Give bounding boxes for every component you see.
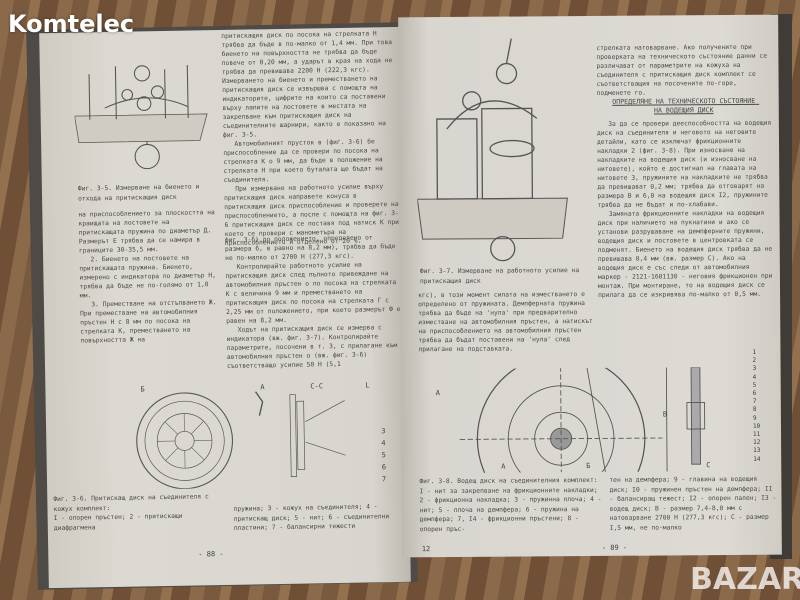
callout: 3 — [752, 365, 757, 373]
callout: 7 — [752, 398, 757, 406]
fig-label-b: Б — [140, 385, 145, 394]
callout: 1 — [752, 348, 757, 356]
left-page: притискащия диск по посока на стрелката … — [39, 26, 411, 589]
figure-3-8-driven-disc — [459, 366, 706, 474]
figure-3-8-caption: Фиг. 3-8. Водещ диск на съединителния ко… — [419, 476, 606, 533]
callout: 5 — [752, 381, 757, 389]
figure-3-8-caption-cont: тен на демпфера; 9 - главина на водещия … — [609, 475, 777, 532]
callout-4: 4 — [381, 439, 386, 448]
right-body-text: За да се провери дееспособността на воде… — [596, 119, 777, 299]
fig-label-section: С-С — [310, 382, 324, 391]
callout: 12 — [753, 439, 761, 447]
figure-3-7-measuring-rig — [416, 38, 568, 262]
figure-3-7-caption: Фиг. 3-7. Измерване на работното усилие … — [419, 267, 580, 285]
figure-3-6-caption-cont: пружина; 3 - кожух на съединителя; 4 - п… — [233, 503, 390, 532]
fig-label-b: В — [662, 410, 668, 419]
right-page: стрелката натоварване. Ако получените пр… — [398, 14, 782, 558]
fig-label-a: А — [260, 383, 265, 392]
fig-label-l: L — [365, 381, 370, 390]
watermark-komtelec: Komtelec — [8, 10, 135, 38]
callout: 11 — [753, 430, 761, 438]
page-number-right: - 89 - — [601, 543, 628, 552]
callout: 8 — [752, 406, 757, 414]
left-lower-right-text: фиг. 3-6) до положението, определено от … — [224, 234, 401, 370]
callout: 6 — [752, 389, 757, 397]
callout: 13 — [753, 447, 761, 455]
watermark-bazar: BAZAR — [690, 562, 800, 597]
left-top-right-text: притискащия диск по посока на стрелката … — [221, 30, 399, 247]
right-top-text: стрелката натоварване. Ако получените пр… — [596, 43, 771, 97]
corner-number: 12 — [421, 545, 431, 554]
left-lower-left-text: на приспособлението за плоскостта на кра… — [78, 209, 221, 345]
callout: 10 — [752, 422, 761, 430]
right-mid-text: кгс), в този момент силата на изместване… — [418, 291, 597, 354]
callout: 4 — [752, 373, 757, 381]
fig-label-a2: А — [501, 462, 506, 471]
callouts: 1 2 3 4 5 6 7 8 9 10 11 12 13 14 — [752, 349, 773, 464]
callout: 2 — [752, 357, 757, 365]
page-number-left: - 88 - — [198, 550, 224, 559]
figure-3-5-caption: Фиг. 3-5. Измерване на биенето и отхода … — [77, 183, 200, 203]
fig-label-6: Б — [586, 462, 591, 471]
callout-5: 5 — [381, 451, 386, 460]
fig-label-a1: А — [435, 389, 440, 398]
section-heading: ОПРЕДЕЛЯНЕ НА ТЕХНИЧЕСКОТО СЪСТОЯНИЕ НА … — [612, 96, 760, 115]
fig-label-c: С — [706, 461, 711, 470]
figure-3-6-caption: Фиг. 3-6. Притискащ диск на съединителя … — [53, 493, 213, 532]
callout: 14 — [753, 455, 761, 463]
callout: 9 — [752, 414, 757, 422]
figure-3-5-measuring-rig — [74, 64, 208, 170]
figure-3-6-pressure-plate — [136, 391, 346, 490]
callout-6: 6 — [381, 463, 387, 472]
callout-7: 7 — [381, 475, 387, 484]
callout-3: 3 — [381, 427, 386, 436]
